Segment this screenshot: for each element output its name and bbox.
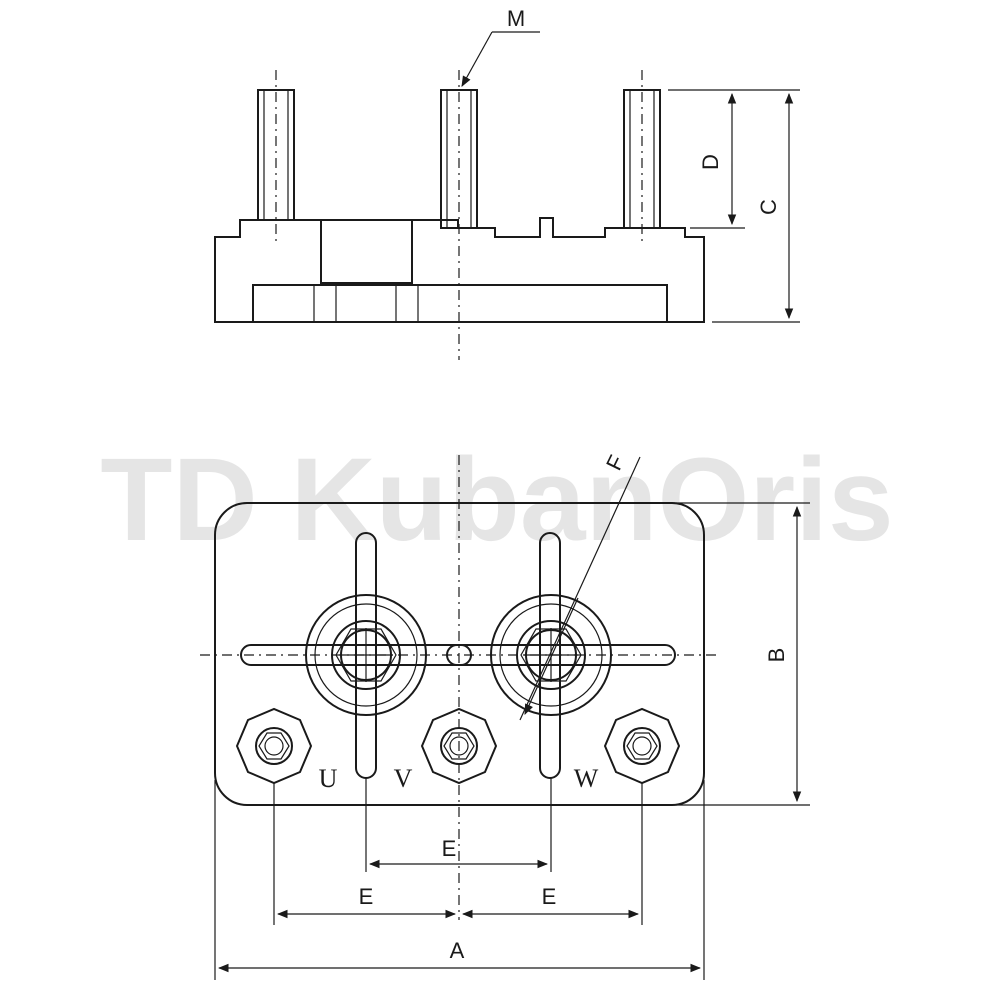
dimension-e-left: E xyxy=(276,884,457,919)
label-a: A xyxy=(450,938,465,963)
label-b: B xyxy=(764,648,789,663)
watermark: TD KubanOris xyxy=(100,434,893,566)
stud-right xyxy=(623,70,661,245)
small-terminal-u xyxy=(235,707,313,785)
dimension-b: B xyxy=(676,502,810,806)
m-leader: M xyxy=(461,6,540,87)
dimension-c: C xyxy=(712,92,800,323)
large-terminal-right xyxy=(490,594,612,716)
side-view: M D C xyxy=(214,6,800,360)
label-e-left: E xyxy=(359,884,374,909)
small-terminal-w xyxy=(603,707,681,785)
label-e-center: E xyxy=(442,836,457,861)
stud-center xyxy=(440,70,478,360)
dimension-e-right: E xyxy=(461,884,640,919)
side-view-slot-post-2 xyxy=(395,284,419,323)
side-view-lower-slot xyxy=(252,284,668,322)
label-m: M xyxy=(507,6,525,31)
dimension-a: A xyxy=(217,938,702,973)
large-terminal-left xyxy=(305,594,427,716)
top-view: U V W F B E E xyxy=(200,451,810,980)
side-view-center-block xyxy=(320,219,413,284)
label-e-right: E xyxy=(542,884,557,909)
label-w: W xyxy=(574,764,599,793)
label-c: C xyxy=(756,199,781,215)
stud-left xyxy=(257,70,295,245)
label-d: D xyxy=(698,154,723,170)
small-terminal-v xyxy=(420,707,498,785)
side-view-base-outline xyxy=(214,217,705,323)
label-u: U xyxy=(319,764,338,793)
side-view-slot-post-1 xyxy=(313,284,337,323)
label-v: V xyxy=(394,764,413,793)
dimension-e-center: E xyxy=(368,836,549,869)
dimension-d: D xyxy=(668,89,800,229)
